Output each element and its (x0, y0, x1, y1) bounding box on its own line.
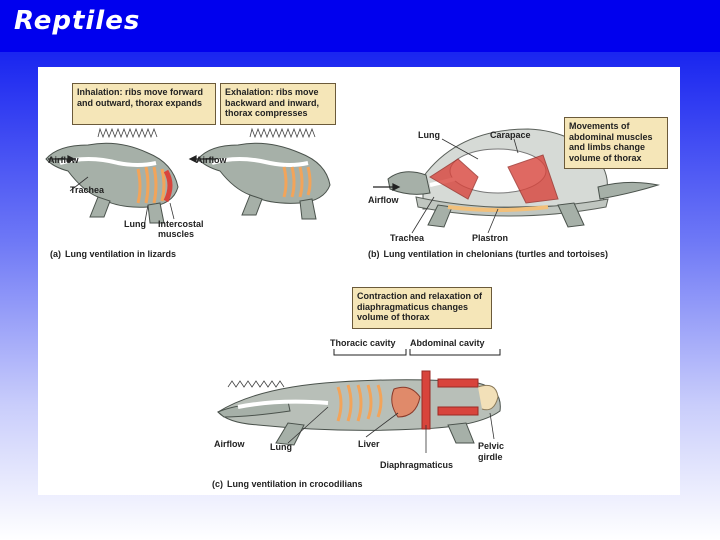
lizard-exhalation-illustration (197, 127, 331, 220)
caption-c-letter: (c) (212, 479, 223, 489)
caption-c: (c) Lung ventilation in crocodilians (212, 479, 363, 489)
plastron-label: Plastron (472, 233, 509, 243)
lung-label-b: Lung (418, 130, 440, 140)
figure-illustrations (45, 127, 660, 453)
turtle-callout: Movements of abdominal muscles and limbs… (564, 117, 668, 169)
crocodile-illustration (217, 370, 501, 446)
liver-label: Liver (358, 439, 380, 449)
caption-a-letter: (a) (50, 249, 61, 259)
airflow-label-c: Airflow (214, 439, 245, 449)
inhalation-callout: Inhalation: ribs move forward and outwar… (72, 83, 216, 125)
caption-b-text: Lung ventilation in chelonians (turtles … (383, 249, 609, 259)
lung-label-c: Lung (270, 442, 292, 452)
carapace-label: Carapace (490, 130, 531, 140)
caption-b-letter: (b) (368, 249, 380, 259)
caption-a-text: Lung ventilation in lizards (65, 249, 177, 259)
title-bar: Reptiles (0, 0, 720, 52)
crocodile-callout: Contraction and relaxation of diaphragma… (352, 287, 492, 329)
ventilation-figure: Inhalation: ribs move forward and outwar… (38, 67, 680, 495)
caption-a: (a) Lung ventilation in lizards (50, 249, 176, 259)
airflow-label-a1: Airflow (48, 155, 79, 165)
airflow-label-a2: Airflow (196, 155, 227, 165)
diaphragmaticus-label: Diaphragmaticus (380, 460, 454, 470)
pelvic-girdle-label: Pelvic girdle (478, 441, 505, 462)
airflow-arrow-b (373, 183, 401, 191)
trachea-label-a: Trachea (70, 185, 105, 195)
airflow-arrows-a (48, 155, 216, 163)
intercostal-label: Intercostal muscles (158, 219, 204, 239)
caption-b: (b)Lung ventilation in chelonians (turtl… (368, 249, 608, 259)
cavity-brackets (333, 349, 501, 356)
leader-lines (69, 138, 519, 453)
lizard-inhalation-illustration (45, 127, 179, 224)
trachea-label-b: Trachea (390, 233, 425, 243)
slide-title: Reptiles (14, 6, 141, 36)
lung-label-a: Lung (124, 219, 146, 229)
airflow-label-b: Airflow (368, 195, 399, 205)
abdominal-cavity-label: Abdominal cavity (410, 338, 485, 348)
exhalation-callout: Exhalation: ribs move backward and inwar… (220, 83, 336, 125)
turtle-illustration (387, 128, 660, 228)
caption-c-text: Lung ventilation in crocodilians (227, 479, 363, 489)
thoracic-cavity-label: Thoracic cavity (330, 338, 396, 348)
